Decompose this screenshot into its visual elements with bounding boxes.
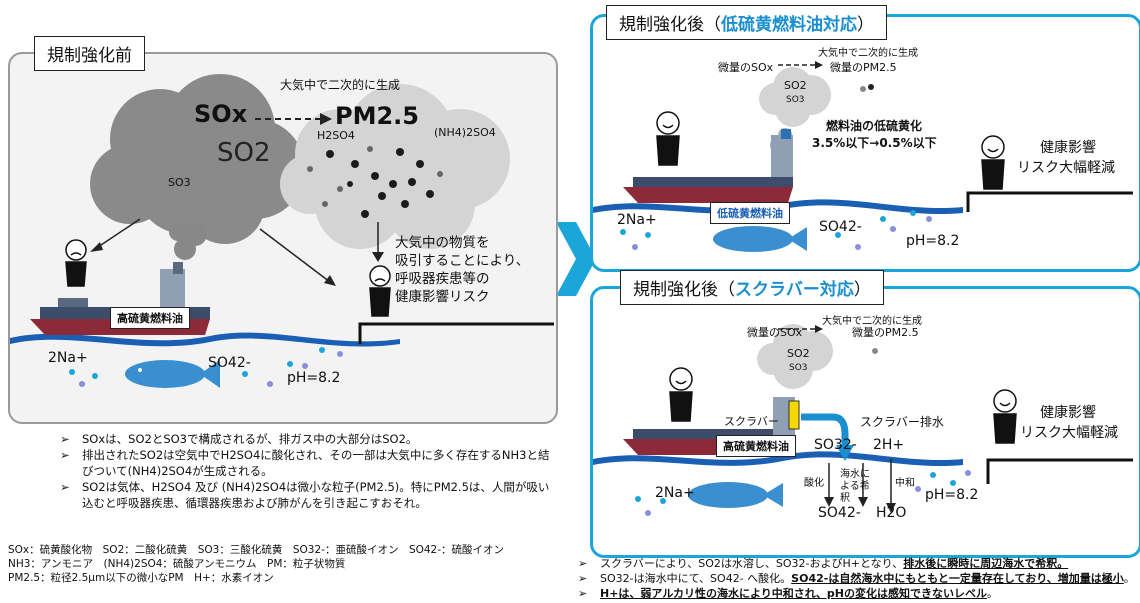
so3-label: SO3 xyxy=(168,176,191,189)
bullet-text: SO2は気体、H2SO4 及び (NH4)2SO4は微小な粒子(PM2.5)。特… xyxy=(82,480,550,510)
so2-label: SO2 xyxy=(217,138,271,168)
secondary-label: 大気中で二次的に生成 xyxy=(280,78,401,92)
secondary-label-bottom: 大気中で二次的に生成 xyxy=(822,316,922,327)
happy-person-ground xyxy=(993,389,1017,444)
panel-title-before: 規制強化前 xyxy=(34,36,145,71)
trace-pm-top: 微量のPM2.5 xyxy=(830,61,897,74)
so4-ion-label-top: SO42- xyxy=(819,219,862,235)
low-sulfur-value: 3.5%以下→0.5%以下 xyxy=(812,136,937,150)
happy-person-ground xyxy=(981,135,1005,190)
happy-person-ship xyxy=(656,111,680,166)
h2so4-label: H2SO4 xyxy=(317,129,355,142)
glossary-line: PM2.5：粒径2.5μm以下の微小なPM H+：水素イオン xyxy=(8,572,274,584)
fish-icon xyxy=(713,226,807,252)
pm25-label: PM2.5 xyxy=(335,102,419,130)
inhale-line: 健康影響リスク xyxy=(395,289,490,305)
scrubber-panel xyxy=(590,286,1140,558)
h-ion-label: 2H+ xyxy=(873,437,905,453)
trace-pm-bottom: 微量のPM2.5 xyxy=(852,326,919,339)
na-ion-label-bottom: 2Na+ xyxy=(655,485,695,501)
so4-ion-label: SO42- xyxy=(208,355,251,371)
transition-arrow xyxy=(556,222,596,296)
ph-label: pH=8.2 xyxy=(287,370,341,386)
h2o-label: H2O xyxy=(876,505,907,521)
ph-label-top: pH=8.2 xyxy=(906,233,960,249)
bullet-emphasis: SO42-は自然海水中にもともと一定量存在しており、増加量は極小 xyxy=(791,572,1124,585)
dilution-line: 釈 xyxy=(840,493,850,504)
dilution-line: 海水に xyxy=(840,469,870,480)
trace-sox-top: 微量のSOx xyxy=(718,61,774,74)
inhale-line: 大気中の物質を xyxy=(395,235,490,251)
panel-title-scrubber: 規制強化後（スクラバー対応） xyxy=(620,270,884,305)
so3-ion-label: SO32- xyxy=(814,437,857,453)
health-line: 健康影響 xyxy=(1040,405,1096,421)
fuel-tag: 高硫黄燃料油 xyxy=(110,307,190,329)
fish-icon xyxy=(125,360,220,388)
glossary: SOx：硫黄酸化物 SO2：二酸化硫黄 SO3：三酸化硫黄 SO32-：亜硫酸イ… xyxy=(8,543,504,585)
so2-label-bottom: SO2 xyxy=(787,347,810,360)
trace-sox-bottom: 微量のSOx xyxy=(747,326,803,339)
glossary-line: SOx：硫黄酸化物 SO2：二酸化硫黄 SO3：三酸化硫黄 SO32-：亜硫酸イ… xyxy=(8,544,505,556)
panel-title-low-sulfur: 規制強化後（低硫黄燃料油対応） xyxy=(606,5,887,40)
health-line: リスク大幅軽減 xyxy=(1020,425,1118,441)
na-ion-label-top: 2Na+ xyxy=(617,212,657,228)
sox-label: SOx xyxy=(194,100,248,128)
inhale-line: 吸引することにより、 xyxy=(395,253,530,269)
so2-label-top: SO2 xyxy=(784,79,807,92)
na-ion-label: 2Na+ xyxy=(48,350,88,366)
bullet-text: SO32-は海水中にて、SO42- へ酸化。 xyxy=(600,572,792,585)
happy-person-ship xyxy=(669,367,693,422)
dilution-label: 海水に よる希 釈 xyxy=(840,469,870,505)
glossary-line: NH3：アンモニア (NH4)2SO4：硫酸アンモニウム PM：粒子状物質 xyxy=(8,558,346,570)
inhale-line: 呼吸器疾患等の xyxy=(395,271,490,287)
scrubber-water-label: スクラバー排水 xyxy=(860,415,944,429)
worried-person-ship xyxy=(65,239,87,287)
bullet-text: スクラバーにより、SO2は水溶し、SO32-およびH+となり、 xyxy=(600,557,904,570)
fuel-tag-scrubber: 高硫黄燃料油 xyxy=(716,435,796,457)
scrubber-label: スクラバー xyxy=(724,415,779,428)
right-bullets: ➢スクラバーにより、SO2は水溶し、SO32-およびH+となり、排水後に瞬時に周… xyxy=(578,557,1135,600)
nh4so4-label: (NH4)2SO4 xyxy=(434,126,496,139)
left-bullets: ➢SOxは、SO2とSO3で構成されるが、排ガス中の大部分はSO2。 ➢排出され… xyxy=(60,431,555,511)
worried-person-ground xyxy=(369,265,391,317)
dilution-line: よる希 xyxy=(840,481,870,492)
neutralization-label: 中和 xyxy=(895,478,915,489)
fuel-tag-low: 低硫黄燃料油 xyxy=(710,202,790,224)
bullet-text: 排出されたSO2は空気中でH2SO4に酸化され、その一部は大気中に多く存在するN… xyxy=(82,448,550,478)
pm-cloud xyxy=(280,84,510,249)
health-line: 健康影響 xyxy=(1040,140,1096,156)
oxidation-label: 酸化 xyxy=(804,478,824,489)
so4-ion-label-bottom: SO42- xyxy=(818,505,861,521)
so3-label-bottom: SO3 xyxy=(789,363,808,373)
bullet-emphasis: H+は、弱アルカリ性の海水により中和され、pHの変化は感知できないレベル xyxy=(600,587,987,600)
fish-icon xyxy=(688,482,783,508)
secondary-label-top: 大気中で二次的に生成 xyxy=(818,48,918,59)
low-sulfur-panel xyxy=(590,14,1140,272)
health-line: リスク大幅軽減 xyxy=(1017,160,1115,176)
inhale-note: 大気中の物質を 吸引することにより、 呼吸器疾患等の 健康影響リスク xyxy=(395,234,529,306)
so3-label-top: SO3 xyxy=(786,95,805,105)
ph-label-bottom: pH=8.2 xyxy=(925,487,979,503)
scrubber-scene xyxy=(593,324,1133,516)
bullet-emphasis: 排水後に瞬時に周辺海水で希釈。 xyxy=(903,557,1069,570)
bullet-text: SOxは、SO2とSO3で構成されるが、排ガス中の大部分はSO2。 xyxy=(82,432,418,446)
pm-particles xyxy=(326,148,434,218)
sox-cloud xyxy=(90,74,305,244)
low-sulfur-title: 燃料油の低硫黄化 xyxy=(826,119,923,133)
